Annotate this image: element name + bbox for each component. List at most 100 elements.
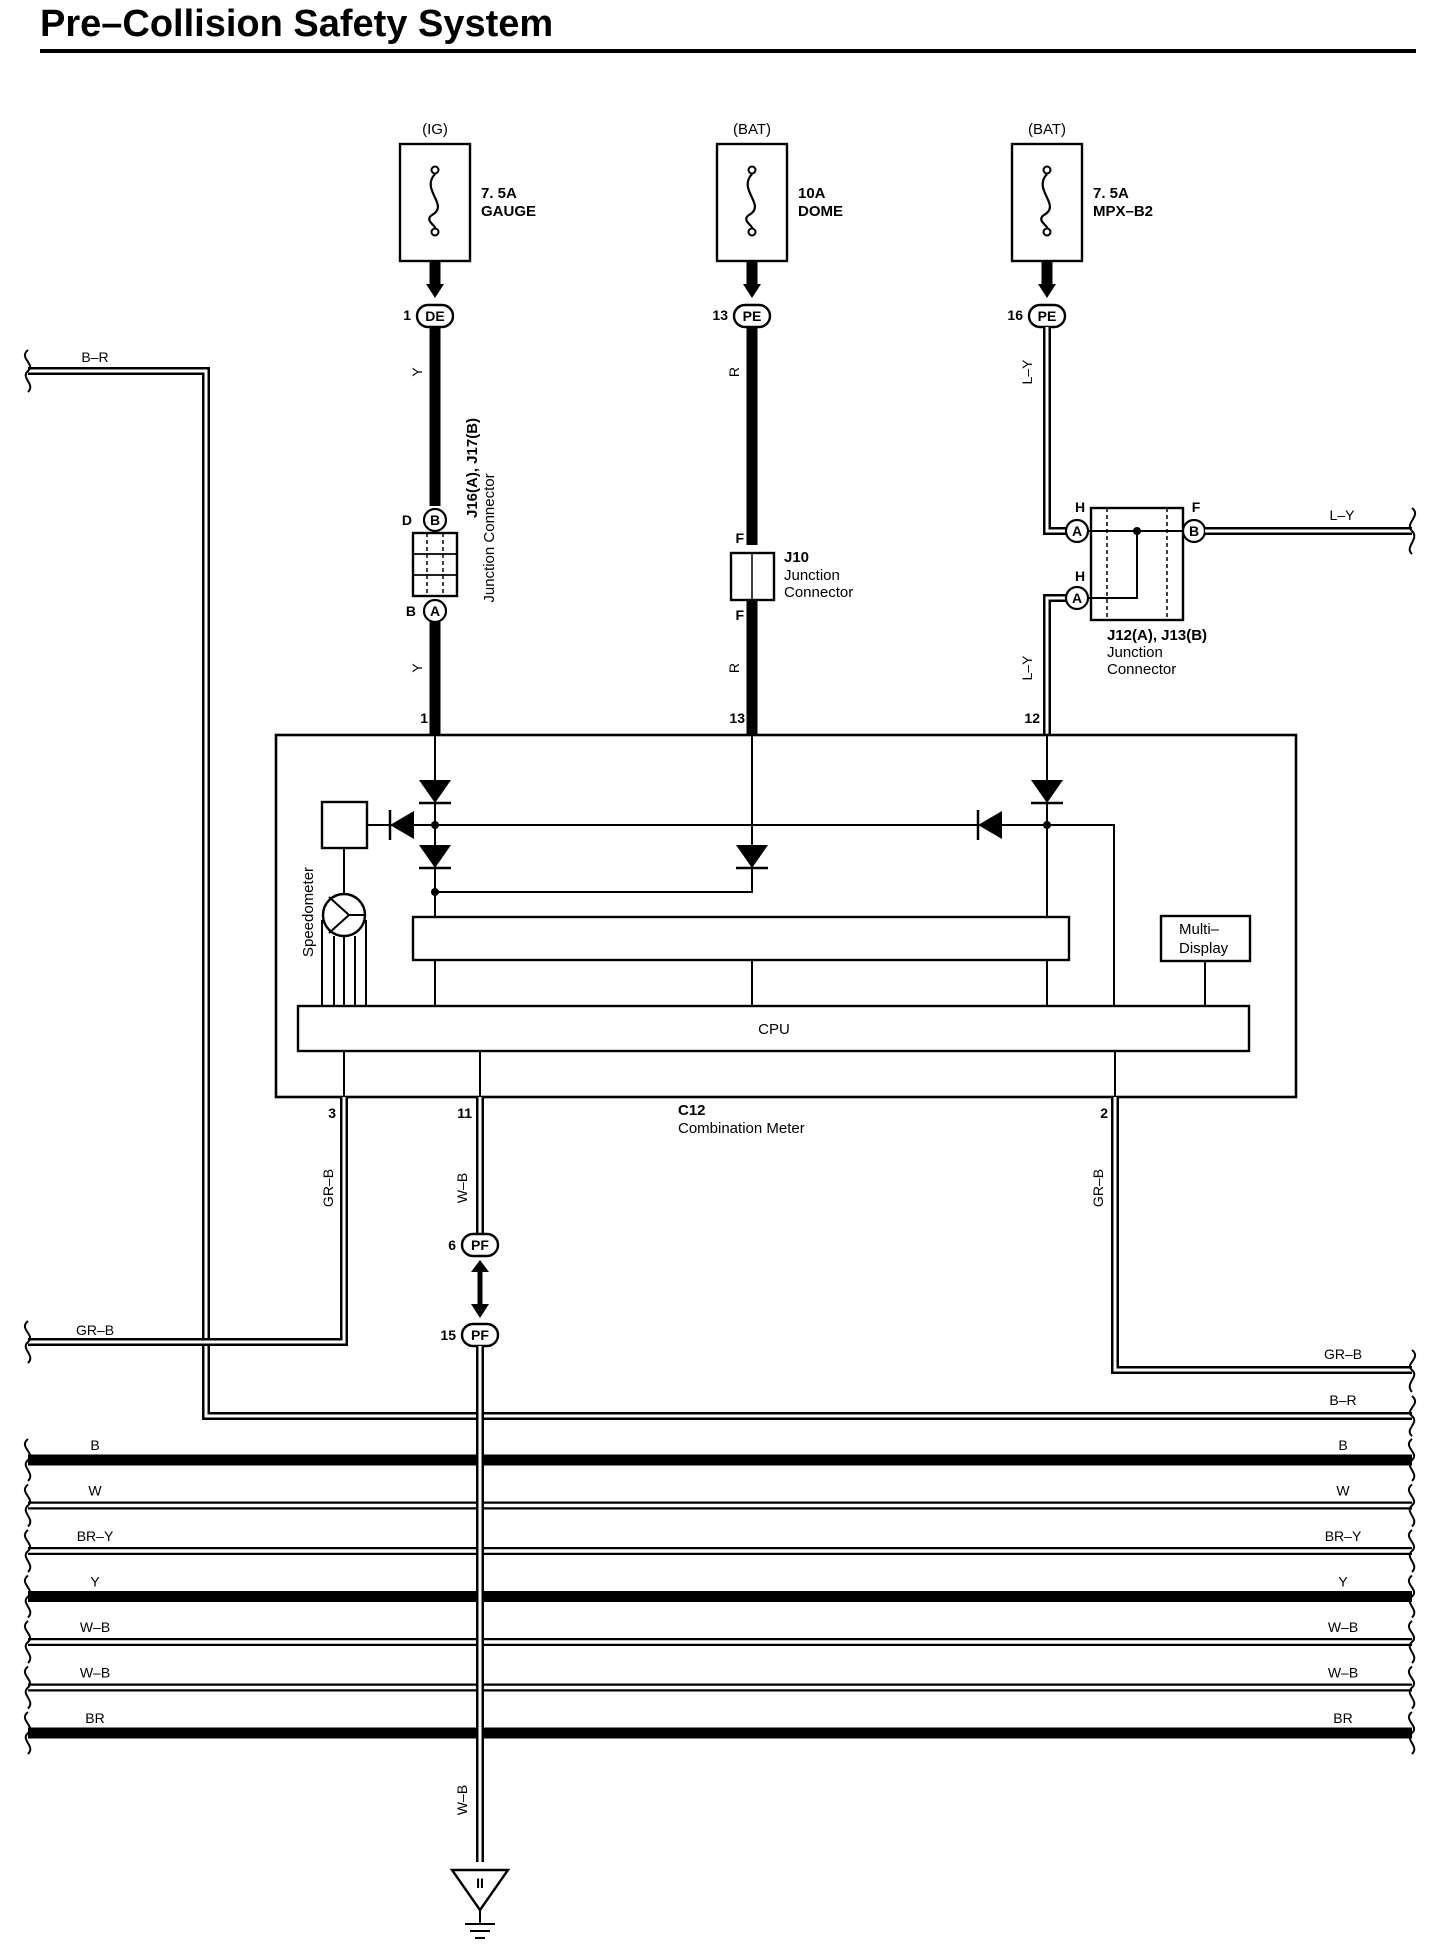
connector-pf-15: 15 PF [440, 1322, 500, 1348]
connector-code: DE [425, 308, 444, 324]
meter-name: Combination Meter [678, 1120, 805, 1137]
svg-text:Display: Display [1179, 940, 1229, 957]
wire-break-icon [1407, 1620, 1416, 1664]
page-title: Pre–Collision Safety System [40, 3, 553, 45]
diode-icon [419, 845, 451, 868]
bus-wire-label-right: BR–Y [1325, 1528, 1362, 1544]
wire-label-grb-bus-right: GR–B [1324, 1346, 1362, 1362]
svg-text:6: 6 [448, 1237, 456, 1253]
indicator-box [320, 800, 369, 850]
wire-break-icon [1407, 1529, 1416, 1573]
fuse-source-label: (BAT) [733, 121, 771, 138]
junction-j16-j17: D B B A J16(A), J17(B) Junction Connecto… [402, 418, 498, 624]
ground-label: II [476, 1875, 484, 1891]
svg-text:A: A [430, 603, 440, 619]
junction-j12-j13: H A H A F B J12(A), J13(B) Junction Conn… [1064, 499, 1207, 678]
power-ic-block [411, 915, 1071, 962]
fuse-mpx-b2: (BAT) 7. 5A MPX–B2 [1010, 121, 1153, 263]
cpu-block [296, 1004, 1251, 1053]
meter-pin-top: 1 [420, 710, 428, 726]
wire-label-grb-left: GR–B [320, 1169, 336, 1207]
bus-wire-label-right: Y [1338, 1574, 1348, 1590]
meter-pin-bottom: 11 [457, 1105, 472, 1121]
svg-text:F: F [1192, 499, 1201, 515]
svg-text:Multi–: Multi– [1179, 921, 1220, 938]
wire-label-ly-lower: L–Y [1019, 655, 1035, 681]
svg-text:PF: PF [471, 1237, 489, 1253]
svg-text:B: B [1189, 523, 1199, 539]
ground-icon: II [449, 1868, 511, 1939]
bus-wire-label-left: Y [90, 1574, 100, 1590]
wire-grb-right [1111, 1097, 1412, 1374]
wire-label-y-upper: Y [409, 367, 425, 377]
wire-break-icon [1407, 1574, 1416, 1619]
bus-wire-label-left: W–B [80, 1619, 110, 1635]
wire-break-icon [1407, 1665, 1416, 1710]
bus-wire-label-right: B [1338, 1437, 1347, 1453]
connector-pe-13: 13 PE [712, 303, 772, 329]
diode-icon [1031, 780, 1063, 803]
junction-label: J10 [784, 549, 809, 566]
multi-display-block [1159, 914, 1252, 963]
junction-desc: Connector [1107, 661, 1176, 678]
wire-break-icon [23, 1438, 32, 1482]
fuse-icon [745, 173, 757, 229]
wire-label-br-top-left: B–R [81, 349, 108, 365]
svg-text:H: H [1075, 499, 1085, 515]
wire-break-icon [1407, 1438, 1416, 1482]
wire-break-icon [1407, 1483, 1416, 1528]
meter-pin-bottom: 3 [328, 1105, 336, 1121]
fuse-amp-label: 7. 5A [481, 185, 517, 202]
wire-break-icon [23, 1620, 32, 1664]
fuse-box [398, 142, 472, 263]
bus-wire-label-left: W [88, 1483, 102, 1499]
junction-label: J16(A), J17(B) [464, 418, 481, 518]
junction-desc: Junction [784, 567, 840, 584]
diode-icon [419, 780, 451, 803]
combination-meter: 1 13 12 [274, 710, 1298, 1137]
junction-desc: Connector [784, 584, 853, 601]
fuse-icon [1040, 173, 1052, 229]
connector-pin: 1 [403, 307, 411, 323]
wire-break-icon [1407, 1711, 1416, 1755]
wire-grb-left [28, 1097, 348, 1346]
fuse-dome: (BAT) 10A DOME [715, 121, 843, 263]
wire-label-ly-upper: L–Y [1019, 359, 1035, 385]
fuse-amp-label: 7. 5A [1093, 185, 1129, 202]
bus-wire: BR BR [23, 1710, 1416, 1755]
meter-pin-bottom: 2 [1100, 1105, 1108, 1121]
wire-label-br-bus-right: B–R [1329, 1392, 1356, 1408]
fuse-source-label: (BAT) [1028, 121, 1066, 138]
bus-wire-label-right: BR [1333, 1710, 1352, 1726]
bus-wire-label-left: B [90, 1437, 99, 1453]
fuse-gauge: (IG) 7. 5A GAUGE [398, 121, 536, 263]
connector-pin: 16 [1007, 307, 1023, 323]
meter-id: C12 [678, 1102, 706, 1119]
fuse-box [715, 142, 789, 263]
wire-label-wb-lower: W–B [454, 1785, 470, 1815]
svg-text:D: D [402, 512, 412, 528]
cpu-label: CPU [758, 1021, 790, 1038]
svg-text:PF: PF [471, 1327, 489, 1343]
bus-wire-label-left: BR [85, 1710, 104, 1726]
svg-text:15: 15 [440, 1327, 456, 1343]
diode-icon [978, 811, 1002, 839]
svg-text:B: B [406, 603, 416, 619]
fuse-name-label: DOME [798, 203, 843, 220]
fuse-box [1010, 142, 1084, 263]
wire-label-ly-right: L–Y [1330, 507, 1356, 523]
fuse-name-label: MPX–B2 [1093, 203, 1153, 220]
connector-de-1: 1 DE [403, 303, 455, 329]
connector-pe-16: 16 PE [1007, 303, 1067, 329]
svg-text:A: A [1072, 590, 1082, 606]
wire-label-grb-right: GR–B [1090, 1169, 1106, 1207]
junction-desc: Junction Connector [481, 473, 498, 602]
connector-pf-6: 6 PF [448, 1232, 500, 1258]
wire-ly-lower [1043, 594, 1066, 735]
wire-break-icon [23, 1665, 32, 1710]
